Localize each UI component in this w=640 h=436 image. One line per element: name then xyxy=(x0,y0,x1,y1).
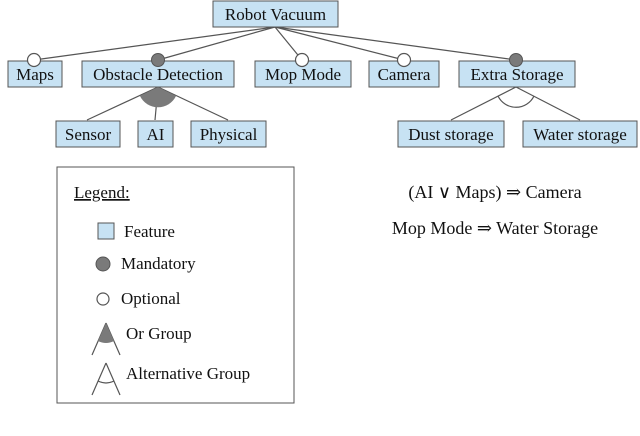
edge-storage-dust xyxy=(450,86,517,121)
legend-mandatory-icon xyxy=(95,256,111,272)
edge-root-mop-mode xyxy=(274,26,303,61)
feature-physical: Physical xyxy=(190,120,267,148)
feature-water-storage: Water storage xyxy=(522,120,638,148)
legend-box xyxy=(56,166,295,404)
edge-root-maps xyxy=(33,26,276,61)
feature-label: Robot Vacuum xyxy=(225,5,326,24)
feature-label: Sensor xyxy=(65,125,112,144)
legend-optional-label: Optional xyxy=(121,289,181,308)
root-edges xyxy=(33,26,517,61)
constraint-camera: (AI ∨ Maps) ⇒ Camera xyxy=(408,182,581,203)
legend-alternative-group-label: Alternative Group xyxy=(126,364,250,383)
mandatory-marker-obstacle-detection xyxy=(151,53,165,67)
edge-root-extra-storage xyxy=(274,26,517,61)
feature-label: Dust storage xyxy=(408,125,493,144)
alternative-group-arc xyxy=(497,95,535,108)
feature-root: Robot Vacuum xyxy=(212,0,339,28)
or-group-arc xyxy=(140,87,176,108)
legend: Legend: Feature Mandatory Optional Or Gr… xyxy=(56,166,295,404)
feature-label: Extra Storage xyxy=(471,65,564,84)
edge-root-obstacle-detection xyxy=(157,26,276,61)
legend-mandatory-label: Mandatory xyxy=(121,254,196,273)
legend-feature-swatch xyxy=(97,222,115,240)
edge-storage-water xyxy=(515,86,581,121)
legend-optional-icon xyxy=(96,292,110,306)
legend-title: Legend: xyxy=(74,183,130,202)
optional-marker-camera xyxy=(396,52,412,68)
legend-alternative-group-icon xyxy=(91,362,121,396)
child-edges xyxy=(86,86,581,121)
feature-obstacle-detection: Obstacle Detection xyxy=(81,60,235,88)
feature-label: Obstacle Detection xyxy=(93,65,223,84)
feature-label: Mop Mode xyxy=(265,65,341,84)
optional-marker-mop-mode xyxy=(294,52,310,68)
edge-root-camera xyxy=(274,26,405,61)
feature-label: AI xyxy=(147,125,165,144)
feature-sensor: Sensor xyxy=(55,120,121,148)
feature-label: Maps xyxy=(16,65,54,84)
feature-label: Camera xyxy=(378,65,431,84)
feature-dust-storage: Dust storage xyxy=(397,120,505,148)
legend-feature-label: Feature xyxy=(124,222,175,241)
edge-obstacle-sensor xyxy=(86,86,159,121)
legend-or-group-icon xyxy=(91,322,121,356)
optional-marker-maps xyxy=(26,52,42,68)
feature-ai: AI xyxy=(137,120,174,148)
constraint-water-storage: Mop Mode ⇒ Water Storage xyxy=(392,218,598,238)
legend-or-group-label: Or Group xyxy=(126,324,192,343)
feature-label: Water storage xyxy=(533,125,627,144)
mandatory-marker-extra-storage xyxy=(509,53,523,67)
edge-obstacle-physical xyxy=(157,86,229,121)
feature-label: Physical xyxy=(200,125,258,144)
